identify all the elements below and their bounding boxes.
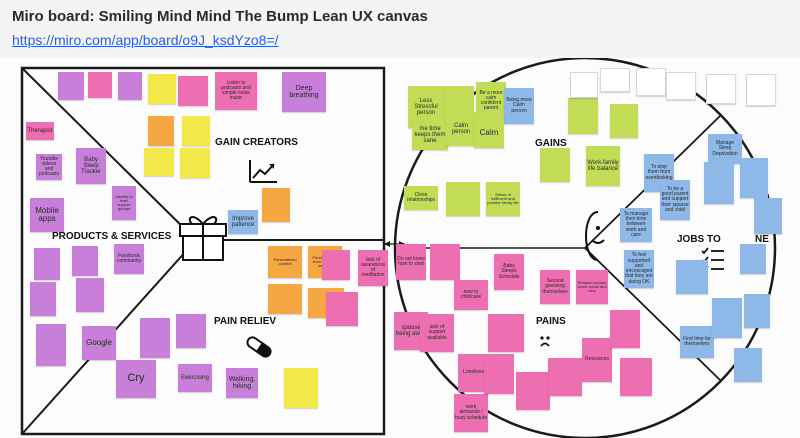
sticky-note-good-parent[interactable]: To be a good parent and support their sp…: [660, 180, 690, 220]
sticky-note-find-time[interactable]: Find time for themselves: [680, 326, 714, 358]
miro-board-canvas[interactable]: GAIN CREATORS PRODUCTS & SERVICES PAIN R…: [0, 58, 800, 438]
smiley-face-icon: [585, 211, 605, 261]
gain-creators-label: GAIN CREATORS: [215, 137, 298, 148]
sticky-note-lack-support[interactable]: lack of support available: [420, 314, 454, 352]
sticky-note-dont-know-start[interactable]: Do not know how to start: [396, 244, 426, 280]
pains-label: PAINS: [536, 316, 566, 327]
sticky-note[interactable]: [704, 162, 734, 204]
sticky-note-sense-fulfilment[interactable]: Sense of fulfilment and positive family …: [486, 182, 520, 216]
sticky-note-facebook-community[interactable]: Facebook community: [114, 244, 144, 274]
pain-relievers-label: PAIN RELIEV: [214, 316, 277, 327]
sticky-note[interactable]: [326, 292, 358, 326]
gains-label: GAINS: [535, 138, 567, 149]
sticky-note[interactable]: [182, 116, 210, 146]
sticky-note-mobile-apps[interactable]: Mobile apps: [30, 198, 64, 232]
sticky-note-baby-sleeps-schedule[interactable]: Baby Sleeps Schedule: [494, 254, 524, 290]
page-title: Miro board: Smiling Mind Mind The Bump L…: [12, 8, 428, 25]
sticky-note-calm[interactable]: Calm: [474, 118, 504, 148]
products-services-label: PRODUCTS & SERVICES: [52, 231, 172, 242]
page-header: Miro board: Smiling Mind Mind The Bump L…: [0, 0, 800, 58]
jobs-label-tail: NE: [755, 234, 769, 245]
sticky-note-me-time[interactable]: me time keeps them sane: [412, 120, 448, 150]
sticky-note-manage-sleep[interactable]: Manage Sleep Deprivation: [708, 134, 742, 164]
pill-icon: [246, 336, 272, 358]
gift-icon: [179, 216, 227, 261]
sticky-note[interactable]: [734, 348, 762, 382]
sticky-note-lack-awareness[interactable]: lack of awareness of meditation: [358, 250, 388, 286]
sticky-note[interactable]: [516, 372, 550, 410]
sticky-note-identify-support[interactable]: Identify to their support groups: [112, 186, 136, 220]
sticky-note[interactable]: [620, 358, 652, 396]
sticky-note-manage-time[interactable]: To manage their time between work and ca…: [620, 208, 652, 242]
sticky-note[interactable]: [568, 98, 598, 134]
sticky-note-work-demands[interactable]: work demands / busy schedule: [454, 394, 488, 432]
sticky-note[interactable]: [180, 148, 210, 178]
chart-up-icon: [249, 160, 277, 183]
sticky-note[interactable]: [488, 314, 524, 352]
sticky-note[interactable]: [36, 324, 66, 366]
sticky-note[interactable]: [548, 358, 582, 396]
sticky-note[interactable]: [706, 74, 736, 104]
sticky-note-be-more-calm[interactable]: Be a more calm confident parent: [476, 82, 506, 120]
sticky-note[interactable]: [712, 298, 742, 338]
sticky-note-exercising[interactable]: Exercising: [178, 364, 212, 392]
sticky-note-new-childcare[interactable]: new to childcare: [454, 280, 488, 310]
sticky-note[interactable]: [540, 148, 570, 182]
sticky-note[interactable]: [570, 72, 598, 98]
sticky-note-second-guessing[interactable]: Second guessing themselves: [540, 270, 570, 304]
sticky-note-cry[interactable]: Cry: [116, 360, 156, 398]
sticky-note[interactable]: [148, 116, 174, 146]
sticky-note-google[interactable]: Google: [82, 326, 116, 360]
sticky-note[interactable]: [600, 68, 630, 92]
sticky-note[interactable]: [666, 72, 696, 100]
sticky-note-resources[interactable]: Resources: [582, 338, 612, 382]
sad-face-icon: [540, 336, 550, 347]
sticky-note[interactable]: [740, 158, 768, 198]
sticky-note-relaxed-new[interactable]: Relaxed anxiety about social and new: [576, 270, 608, 304]
sticky-note[interactable]: [676, 260, 708, 294]
sticky-note[interactable]: [58, 72, 84, 100]
sticky-note[interactable]: [430, 244, 460, 280]
sticky-note[interactable]: [740, 244, 766, 274]
sticky-note[interactable]: [30, 282, 56, 316]
sticky-note[interactable]: [176, 314, 206, 348]
board-link[interactable]: https://miro.com/app/board/o9J_ksdYzo8=/: [12, 32, 279, 48]
sticky-note[interactable]: [144, 148, 174, 176]
sticky-note[interactable]: [610, 310, 640, 348]
sticky-note[interactable]: [754, 198, 782, 234]
sticky-note-listen-podcasts[interactable]: Listen to podcasts and simple noise musi…: [215, 72, 257, 110]
sticky-note[interactable]: [118, 72, 142, 100]
jobs-label: JOBS TO: [677, 234, 721, 245]
sticky-note[interactable]: [140, 318, 170, 358]
sticky-note-improve-patience[interactable]: Improve patience: [228, 210, 258, 234]
sticky-note[interactable]: [744, 294, 770, 328]
sticky-note[interactable]: [148, 74, 176, 104]
sticky-note[interactable]: [746, 74, 776, 106]
sticky-note-close-relationships[interactable]: Close relationships: [404, 186, 438, 210]
sticky-note[interactable]: [262, 188, 290, 222]
sticky-note[interactable]: [636, 68, 666, 96]
sticky-note[interactable]: [72, 246, 98, 276]
sticky-note[interactable]: [76, 278, 104, 312]
sticky-note-work-family[interactable]: Work-family life balance: [586, 146, 620, 186]
sticky-note-deep-breathing[interactable]: Deep breathing: [282, 72, 326, 112]
sticky-note-baby-sleep-tracker[interactable]: Baby Sleep Tracker: [76, 148, 106, 184]
sticky-note[interactable]: [322, 250, 350, 280]
sticky-note-calm-person[interactable]: Calm person: [446, 112, 476, 146]
sticky-note[interactable]: [610, 104, 638, 138]
sticky-note[interactable]: [484, 354, 514, 394]
sticky-note[interactable]: [88, 72, 112, 98]
sticky-note-therapist[interactable]: Therapist: [26, 122, 54, 140]
sticky-note-feel-supported[interactable]: To feel supported and encouraged that th…: [624, 250, 654, 288]
sticky-note-being-more-calm[interactable]: Being more Calm person: [504, 88, 534, 124]
sticky-note[interactable]: [34, 248, 60, 280]
sticky-note-youtube[interactable]: Youtube videos and podcasts: [36, 154, 62, 180]
sticky-note-personalised[interactable]: Personalised content: [268, 246, 302, 278]
sticky-note[interactable]: [178, 76, 208, 106]
sticky-note-walking-hiking[interactable]: Walking, hiking: [226, 368, 258, 398]
sticky-note[interactable]: [446, 182, 480, 216]
sticky-note[interactable]: [268, 284, 302, 314]
sticky-note[interactable]: [284, 368, 318, 408]
